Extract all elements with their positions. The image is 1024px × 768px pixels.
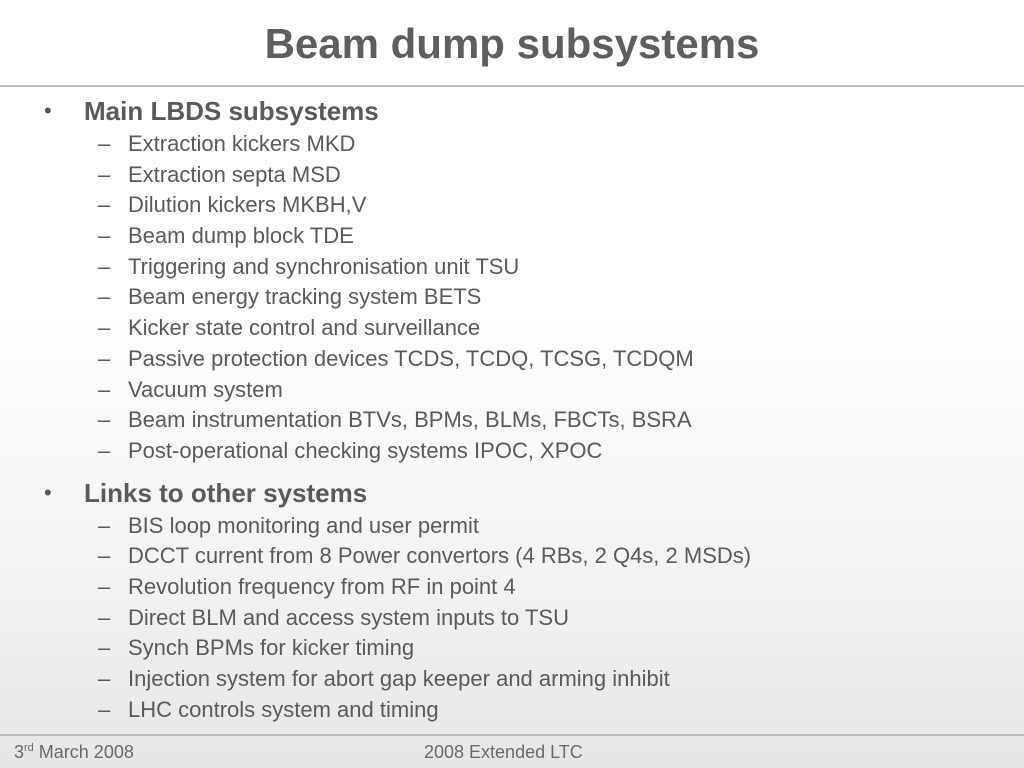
dash-icon: –: [98, 376, 111, 402]
dash-icon: –: [98, 253, 111, 279]
section-links: • Links to other systems –BIS loop monit…: [0, 475, 1024, 726]
subsystem-list: –Extraction kickers MKD –Extraction sept…: [0, 129, 1024, 467]
list-item: –Extraction septa MSD: [0, 160, 1024, 191]
section-heading: • Main LBDS subsystems: [0, 93, 1024, 129]
footer-event: 2008 Extended LTC: [424, 742, 583, 762]
section-heading-text: Main LBDS subsystems: [84, 96, 379, 126]
list-item: –Revolution frequency from RF in point 4: [0, 572, 1024, 603]
dash-icon: –: [98, 635, 111, 661]
list-item: –Beam dump block TDE: [0, 221, 1024, 252]
list-item: –Vacuum system: [0, 375, 1024, 406]
section-heading: • Links to other systems: [0, 475, 1024, 511]
list-item: –Post-operational checking systems IPOC,…: [0, 436, 1024, 467]
list-item: –Synch BPMs for kicker timing: [0, 633, 1024, 664]
slide-title: Beam dump subsystems: [264, 20, 760, 67]
dash-icon: –: [98, 345, 111, 371]
list-item: –Kicker state control and surveillance: [0, 313, 1024, 344]
title-divider: [0, 85, 1024, 87]
dash-icon: –: [98, 573, 111, 599]
footer-date: 3rd March 2008: [14, 742, 134, 762]
dash-icon: –: [98, 512, 111, 538]
dash-icon: –: [98, 604, 111, 630]
list-item: –LHC controls system and timing: [0, 695, 1024, 726]
dash-icon: –: [98, 284, 111, 310]
list-item: –Dilution kickers MKBH,V: [0, 190, 1024, 221]
dash-icon: –: [98, 696, 111, 722]
list-item: –Injection system for abort gap keeper a…: [0, 664, 1024, 695]
dash-icon: –: [98, 543, 111, 569]
list-item: –Beam instrumentation BTVs, BPMs, BLMs, …: [0, 405, 1024, 436]
dash-icon: –: [98, 223, 111, 249]
slide-content: • Main LBDS subsystems –Extraction kicke…: [0, 93, 1024, 725]
list-item: –Beam energy tracking system BETS: [0, 282, 1024, 313]
footer-divider: [0, 734, 1024, 736]
bullet-icon: •: [44, 98, 52, 123]
list-item: –Passive protection devices TCDS, TCDQ, …: [0, 344, 1024, 375]
section-heading-text: Links to other systems: [84, 477, 368, 508]
dash-icon: –: [98, 666, 111, 691]
list-item: –Extraction kickers MKD: [0, 129, 1024, 160]
list-item: –BIS loop monitoring and user permit: [0, 511, 1024, 542]
list-item: –DCCT current from 8 Power convertors (4…: [0, 541, 1024, 572]
dash-icon: –: [98, 437, 111, 463]
links-list: –BIS loop monitoring and user permit –DC…: [0, 511, 1024, 726]
bullet-icon: •: [44, 479, 52, 505]
dash-icon: –: [98, 161, 111, 187]
dash-icon: –: [98, 407, 111, 433]
dash-icon: –: [98, 315, 111, 341]
dash-icon: –: [98, 131, 111, 156]
list-item: –Triggering and synchronisation unit TSU: [0, 252, 1024, 283]
list-item: –Direct BLM and access system inputs to …: [0, 603, 1024, 634]
dash-icon: –: [98, 192, 111, 218]
section-main-lbds: • Main LBDS subsystems –Extraction kicke…: [0, 93, 1024, 467]
